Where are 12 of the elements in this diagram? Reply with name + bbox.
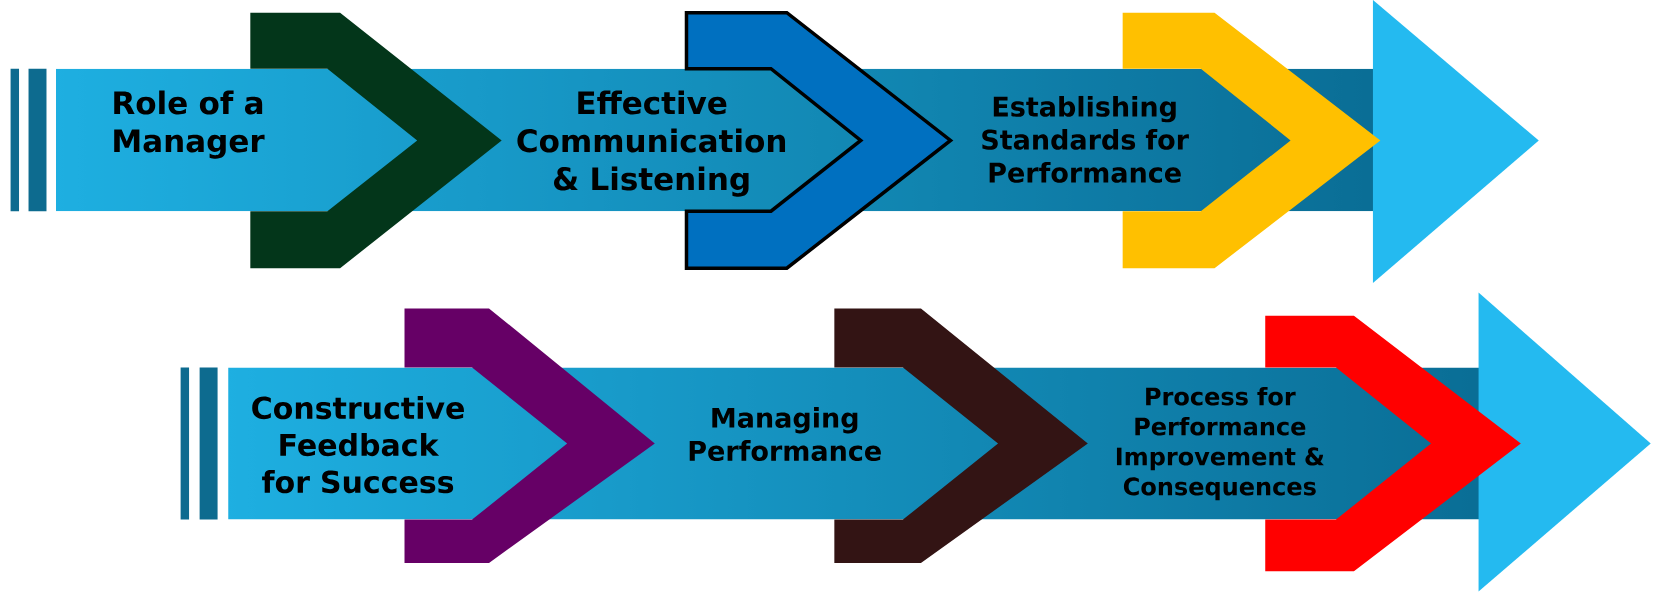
chevron-arrow (1122, 12, 1381, 268)
chevron-arrow (684, 10, 954, 270)
chevron-arrow (834, 308, 1088, 563)
step-label: Role of a Manager (114, 90, 265, 159)
step-label: Managing Performance (689, 406, 881, 461)
chevron-arrow (1265, 315, 1521, 572)
step-label: Effective Communication & Listening (517, 90, 786, 197)
chevron-arrow (250, 12, 502, 268)
chevron-arrow (404, 308, 655, 563)
step-label: Establishing Standards for Performance (982, 95, 1189, 183)
step-label: Constructive Feedback for Success (252, 395, 464, 493)
step-label: Process for Performance Improvement & Consequences (1116, 386, 1324, 500)
